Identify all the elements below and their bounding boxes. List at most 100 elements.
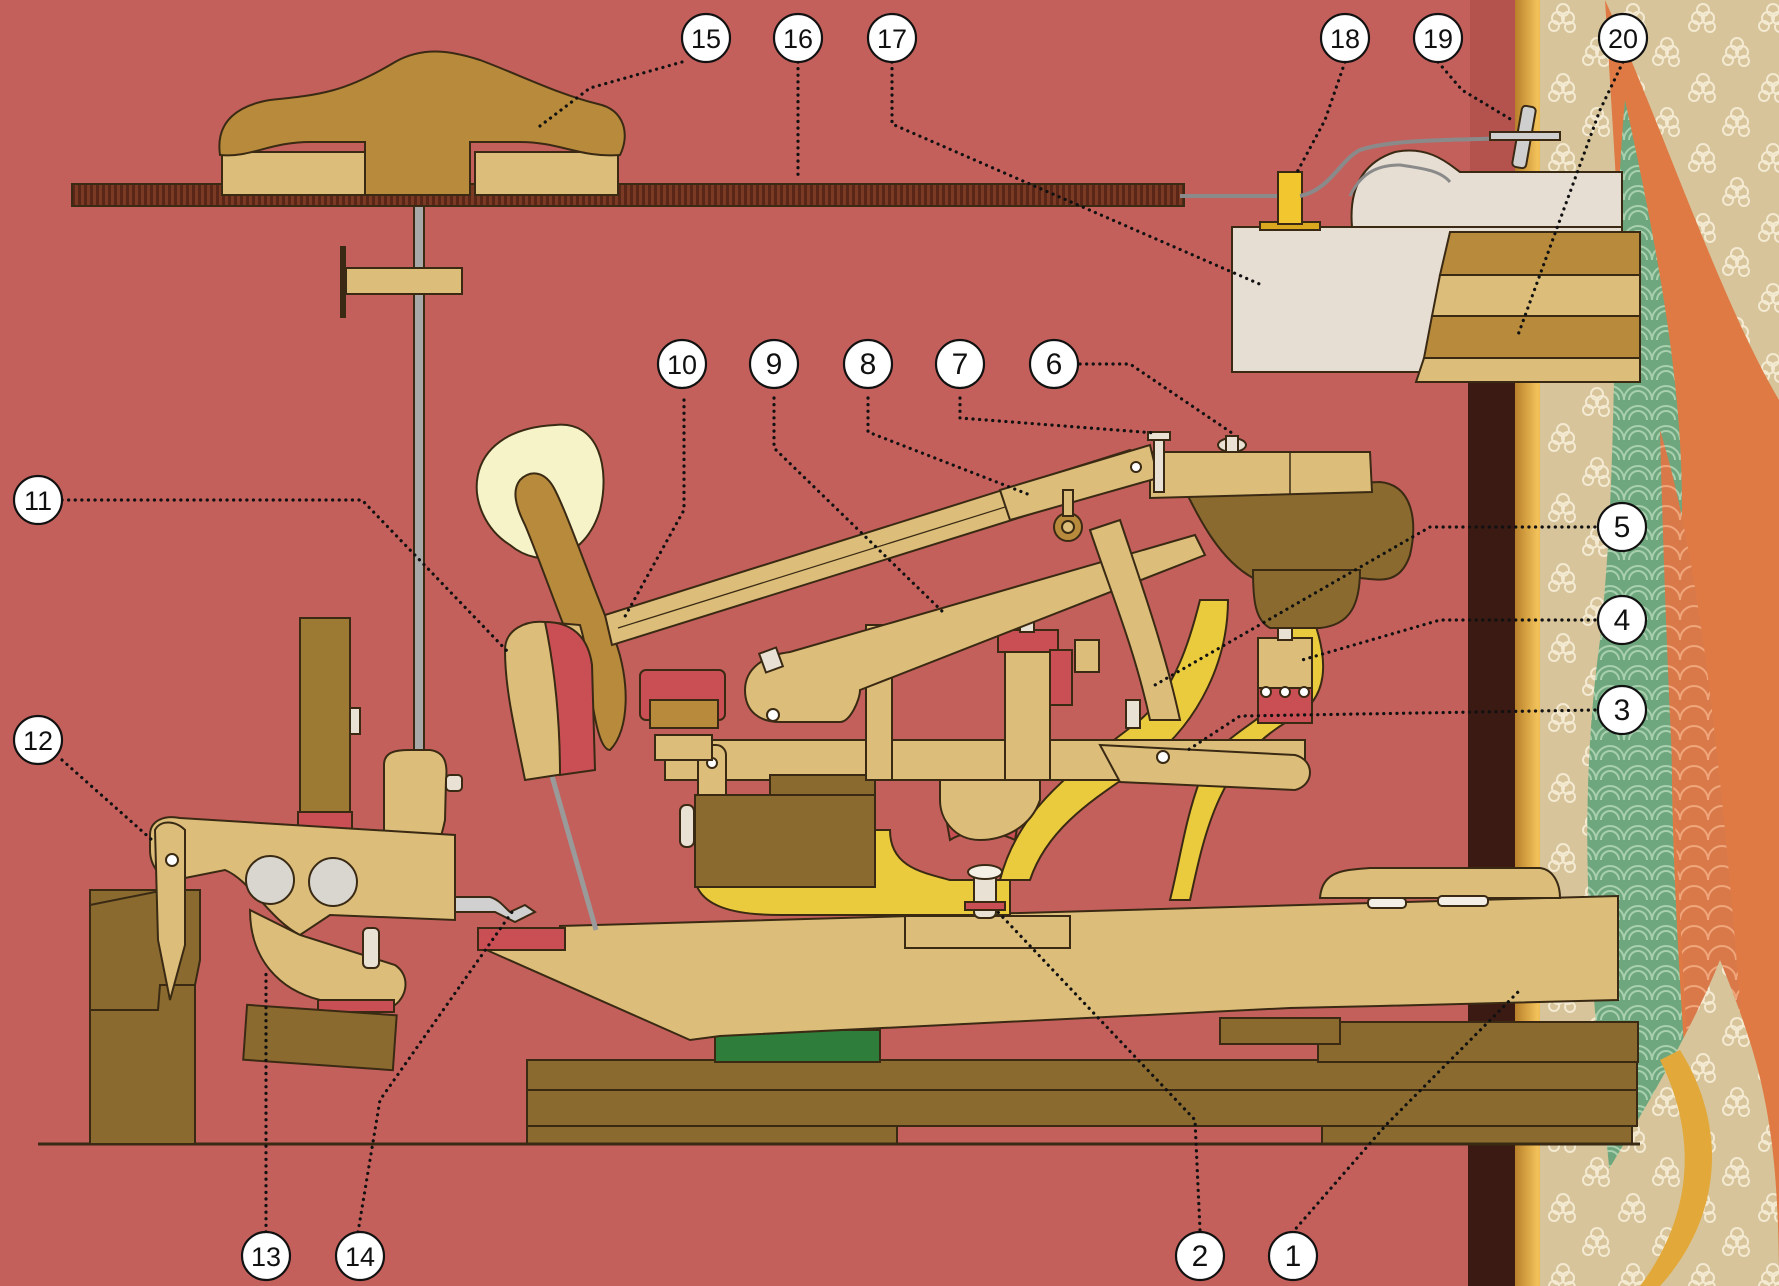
jack-button	[1126, 700, 1140, 728]
callout-11-number: 11	[24, 486, 52, 516]
leader-10	[623, 400, 684, 620]
backcheck	[505, 622, 596, 930]
callout-17-number: 17	[877, 24, 907, 54]
hammer-rail-block	[650, 700, 718, 728]
damper-spoon-body	[455, 897, 535, 922]
callout-15: 15	[682, 14, 730, 62]
repetition-spring	[1258, 628, 1312, 723]
leader-17	[892, 62, 1264, 286]
damper-wire-block-screw	[446, 775, 462, 791]
repetition-post-button	[1075, 640, 1099, 672]
key	[478, 868, 1618, 1040]
capstan-red-washer	[965, 902, 1005, 910]
damper-head	[219, 52, 624, 195]
callout-8: 8	[844, 340, 892, 388]
drop-screw-stem	[1226, 436, 1238, 452]
wippen-support-block	[695, 795, 875, 887]
repetition-spring-hole-1	[1261, 687, 1271, 697]
callout-3: 3	[1598, 686, 1646, 734]
case-dark-band	[1468, 380, 1518, 1286]
case-rim-layer-2	[1432, 275, 1640, 316]
key-back-block	[1320, 868, 1560, 898]
callout-20: 20	[1599, 14, 1647, 62]
callout-15-number: 15	[691, 24, 721, 54]
drop-screw	[1218, 436, 1246, 452]
repetition-spring-hole-2	[1280, 687, 1290, 697]
callout-10: 10	[658, 340, 706, 388]
case-rim-layer-4	[1416, 358, 1640, 382]
callout-18-number: 18	[1330, 24, 1360, 54]
agraffe-body	[1278, 172, 1302, 224]
callout-19-number: 19	[1423, 24, 1453, 54]
callout-9-number: 9	[766, 348, 783, 381]
wippen-rail-screw	[680, 805, 694, 847]
callout-12: 12	[14, 716, 62, 764]
damper-lever-weight-2	[309, 858, 357, 906]
repetition-spring-screw	[1278, 628, 1292, 640]
key-back-slot-2	[1438, 896, 1488, 906]
balance-rail	[1220, 1018, 1340, 1044]
leader-7	[960, 398, 1155, 433]
callout-9: 9	[750, 340, 798, 388]
key-back-slot-1	[1368, 898, 1406, 908]
callout-1-number: 1	[1285, 1240, 1302, 1273]
callout-20-number: 20	[1608, 24, 1638, 54]
knuckle-stem	[1063, 490, 1073, 516]
damper-guide-block	[346, 268, 462, 294]
repetition-post	[1005, 640, 1050, 780]
callout-4-number: 4	[1614, 604, 1631, 637]
case-rim-layer-3	[1424, 316, 1640, 358]
callout-17: 17	[868, 14, 916, 62]
callout-19: 19	[1414, 14, 1462, 62]
callout-18: 18	[1321, 14, 1369, 62]
callout-14-number: 14	[345, 1242, 375, 1272]
callout-5-number: 5	[1614, 511, 1631, 544]
damper-guide-screw	[350, 708, 360, 734]
callout-1: 1	[1269, 1232, 1317, 1280]
knuckle-block	[1150, 452, 1372, 498]
damper-head-felt-left	[222, 152, 365, 195]
callout-6-number: 6	[1046, 348, 1063, 381]
callout-13-number: 13	[251, 1242, 281, 1272]
key-capstan-block	[905, 916, 1070, 948]
callout-13: 13	[242, 1232, 290, 1280]
tuning-pin-bar	[1490, 132, 1560, 140]
key-front-pad	[478, 928, 565, 950]
backcheck-wire	[548, 762, 596, 930]
repetition-spring-hole-3	[1299, 687, 1309, 697]
key-frame-rail-right	[1322, 1126, 1632, 1144]
damper-assembly	[90, 106, 462, 1144]
knuckle-arm-pin	[1131, 462, 1141, 472]
case-rim-layer-1	[1440, 232, 1640, 275]
repetition-lever-pin	[1157, 751, 1169, 763]
repetition-spring-block	[1258, 638, 1312, 688]
callout-11: 11	[14, 476, 62, 524]
leader-8	[868, 398, 1030, 495]
knuckle-arm	[1000, 445, 1158, 520]
damper-spoon	[455, 897, 535, 922]
callout-2: 2	[1176, 1232, 1224, 1280]
knuckle-roller-inner	[1062, 521, 1074, 533]
damper-head-felt-right	[475, 152, 618, 195]
callout-8-number: 8	[860, 348, 877, 381]
key-frame-rail-mid	[527, 1090, 1637, 1126]
callout-16-number: 16	[783, 24, 813, 54]
callout-2-number: 2	[1192, 1240, 1209, 1273]
callout-12-number: 12	[23, 726, 53, 756]
hammer-flange	[655, 735, 712, 760]
wippen-pivot	[767, 709, 779, 721]
leader-18	[1295, 62, 1345, 176]
callout-7-number: 7	[952, 348, 969, 381]
leader-12	[62, 760, 152, 840]
damper-guide-rail	[300, 618, 350, 818]
callout-10-number: 10	[667, 350, 697, 380]
wippen-block-top	[770, 775, 875, 795]
key-frame-rail-top	[527, 1060, 1637, 1090]
callout-7: 7	[936, 340, 984, 388]
leader-11	[62, 500, 508, 652]
callout-5: 5	[1598, 503, 1646, 551]
callout-16: 16	[774, 14, 822, 62]
key-frame-rail-bottom	[527, 1126, 897, 1144]
damper-lever-flange-pin	[166, 854, 178, 866]
